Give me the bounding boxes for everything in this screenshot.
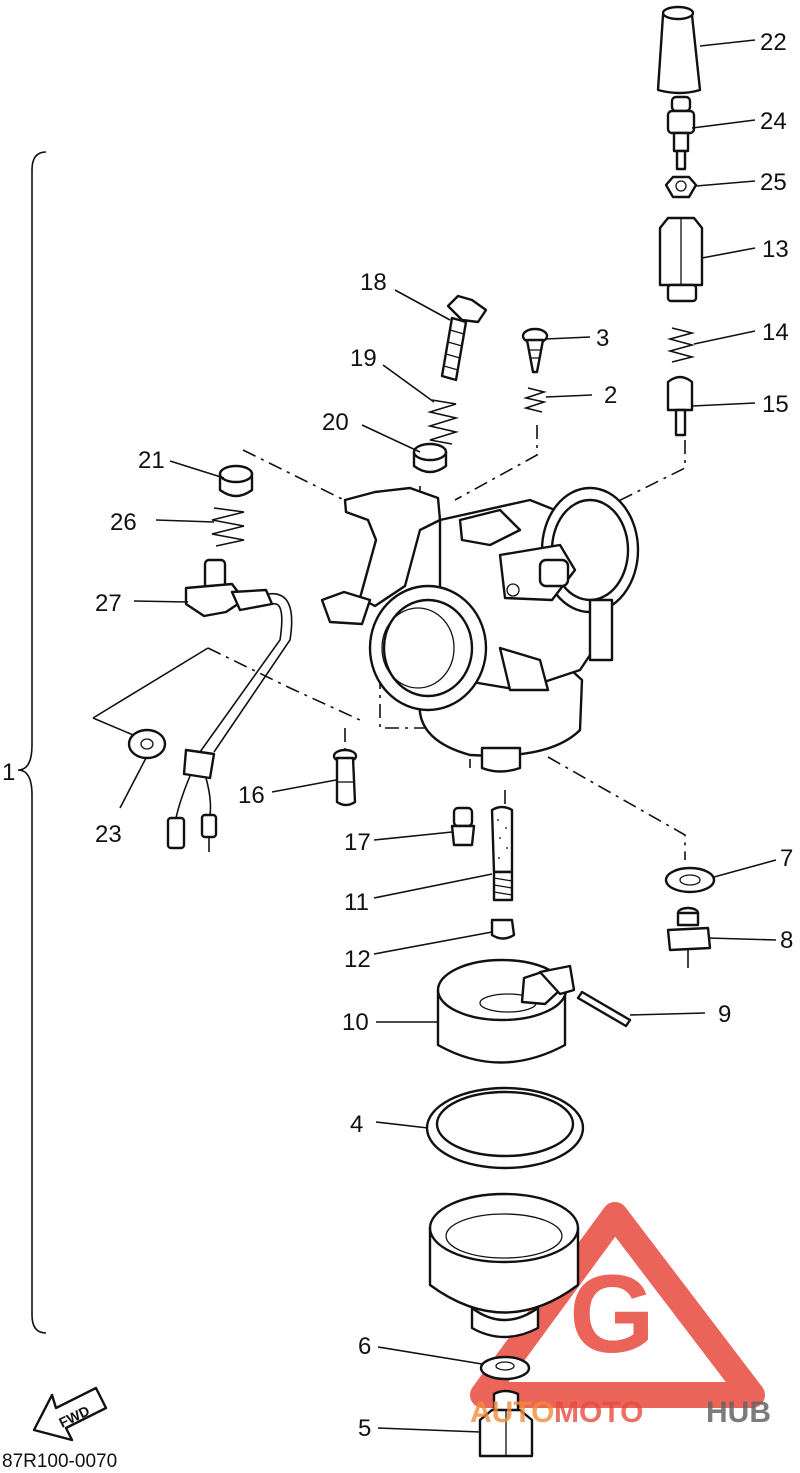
callout-5: 5 [358, 1415, 371, 1442]
part-9-pin [576, 990, 632, 1028]
callout-12: 12 [344, 946, 371, 973]
callout-11: 11 [344, 889, 369, 916]
part-13-cover [658, 216, 704, 303]
part-11-needle-jet [490, 805, 514, 902]
callout-26: 26 [110, 509, 137, 536]
callout-18: 18 [360, 269, 387, 296]
part-21-nut [218, 464, 254, 498]
leader-lines [119, 39, 777, 1433]
watermark-brand: AUTO MOTO HUB [470, 1396, 771, 1429]
carburetor-body [320, 486, 640, 773]
callout-1: 1 [2, 759, 15, 786]
watermark-brand-part2: MOTO [554, 1396, 643, 1429]
float-bowl [428, 1192, 580, 1339]
callout-21: 21 [138, 447, 165, 474]
part-10-float [436, 958, 576, 1064]
callout-17: 17 [344, 829, 371, 856]
watermark-brand-part3: HUB [706, 1396, 771, 1429]
part-2-spring [523, 387, 547, 413]
callout-10: 10 [342, 1009, 369, 1036]
callout-9: 9 [718, 1001, 731, 1028]
callout-13: 13 [762, 236, 789, 263]
part-5-drain-bolt [478, 1389, 534, 1458]
part-18-screw [440, 294, 488, 382]
callout-4: 4 [350, 1111, 363, 1138]
callout-20: 20 [322, 409, 349, 436]
callout-7: 7 [780, 845, 793, 872]
watermark-logo: G [470, 1202, 765, 1408]
fwd-arrow: FWD [32, 1386, 108, 1442]
part-14-spring [666, 327, 696, 363]
part-6-washer [479, 1355, 531, 1381]
callout-labels: 22 24 25 13 14 15 18 3 19 2 20 21 26 27 … [95, 29, 793, 1442]
part-25-nut [664, 175, 698, 199]
callout-8: 8 [780, 927, 793, 954]
part-4-gasket [425, 1086, 585, 1170]
part-7-washer [664, 866, 716, 894]
callout-23: 23 [95, 821, 122, 848]
callout-15: 15 [762, 391, 789, 418]
callout-22: 22 [760, 29, 787, 56]
part-19-spring [426, 399, 460, 445]
part-26-spring [211, 507, 245, 547]
part-8-drain-plug [666, 906, 712, 968]
callout-19: 19 [350, 345, 377, 372]
callout-24: 24 [760, 108, 787, 135]
part-27-choke-plunger [166, 558, 293, 852]
drawing-code: 87R100-0070 [2, 1451, 117, 1472]
part-12-main-jet [490, 918, 516, 940]
callout-14: 14 [762, 319, 789, 346]
callout-2: 2 [604, 382, 617, 409]
part-24-needle [666, 95, 696, 171]
part-3-screw [521, 327, 549, 374]
callout-16: 16 [238, 782, 265, 809]
callout-3: 3 [596, 325, 609, 352]
part-17-screw [450, 806, 476, 847]
part-22-cap [656, 5, 702, 95]
part-16-screw [332, 748, 358, 807]
part-23-washer [127, 728, 167, 760]
watermark-letter: G [569, 1253, 655, 1376]
callout-6: 6 [358, 1333, 371, 1360]
assembly-bracket [17, 151, 47, 1334]
callout-27: 27 [95, 590, 122, 617]
callout-25: 25 [760, 169, 787, 196]
part-15-throttle-valve [666, 375, 694, 437]
part-20-washer [412, 442, 448, 474]
watermark-brand-part1: AUTO [470, 1396, 554, 1429]
